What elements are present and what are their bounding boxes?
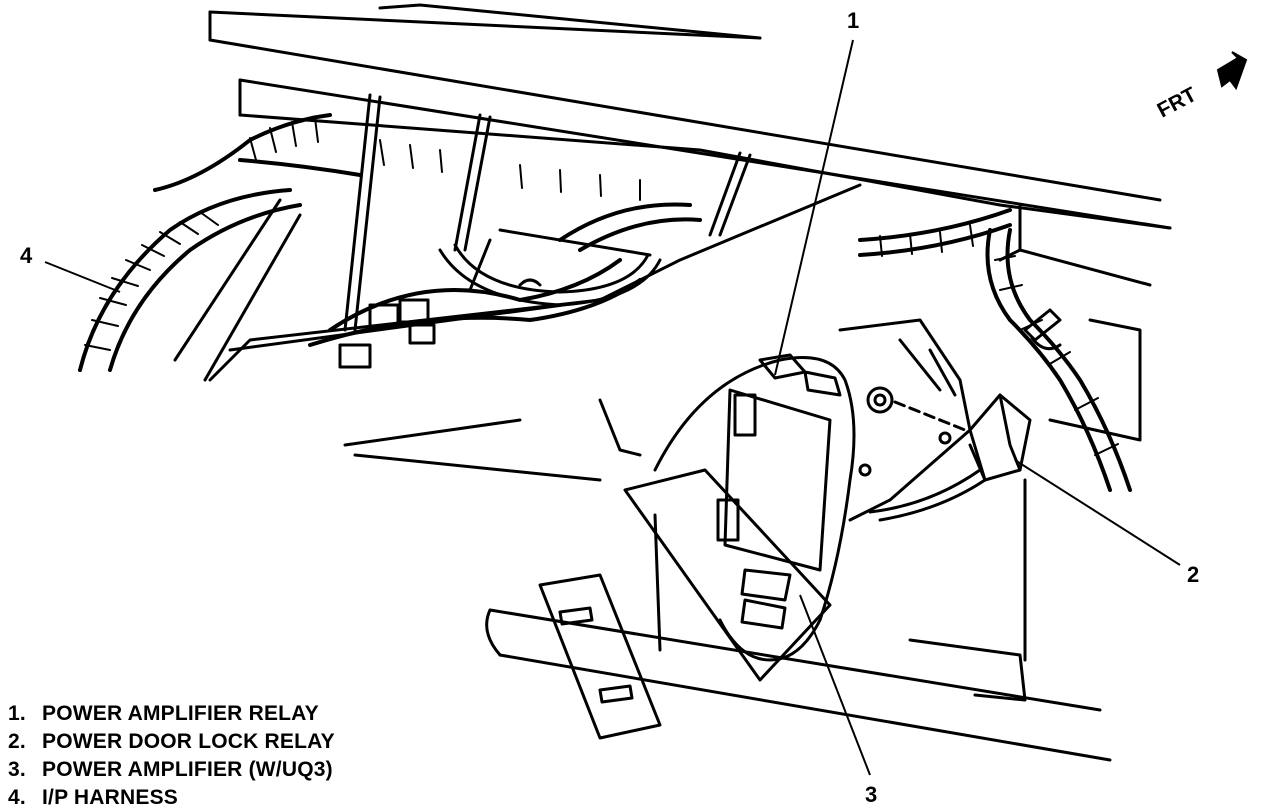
callout-leaders [44,39,1181,776]
front-label: FRT [1154,83,1201,123]
harness-connectors [338,298,436,369]
callout-2: 2 [1187,562,1199,587]
instrument-panel-frame [208,3,1172,442]
leader-line-4 [44,261,121,293]
callout-3: 3 [865,782,877,807]
legend-item: 2.POWER DOOR LOCK RELAY [8,730,335,753]
front-arrow-icon [1216,51,1248,91]
steering-support-bar [485,478,1112,762]
legend-item-label: POWER AMPLIFIER (W/UQ3) [42,758,333,781]
leader-line-2 [1014,459,1181,566]
power-amplifier-relay [758,353,952,477]
leader-line-1 [774,39,854,376]
leader-line-3 [799,594,871,776]
parts-legend: 1.POWER AMPLIFIER RELAY 2.POWER DOOR LOC… [8,700,335,812]
legend-item: 3.POWER AMPLIFIER (W/UQ3) [8,758,333,781]
callout-4: 4 [20,243,33,268]
lower-trim [208,298,642,482]
amplifier-mounting-plate [623,318,972,682]
front-direction-indicator: FRT [1154,51,1248,123]
callout-1: 1 [847,8,859,33]
legend-item-label: I/P HARNESS [42,786,179,809]
legend-item-label: POWER AMPLIFIER RELAY [42,702,319,725]
legend-item-label: POWER DOOR LOCK RELAY [42,730,335,753]
power-amplifier-body [653,356,856,662]
harness-clip [1023,308,1062,351]
legend-item: 4.I/P HARNESS [8,786,179,809]
legend-item: 1.POWER AMPLIFIER RELAY [8,702,319,725]
door-lock-relay [868,393,1032,522]
